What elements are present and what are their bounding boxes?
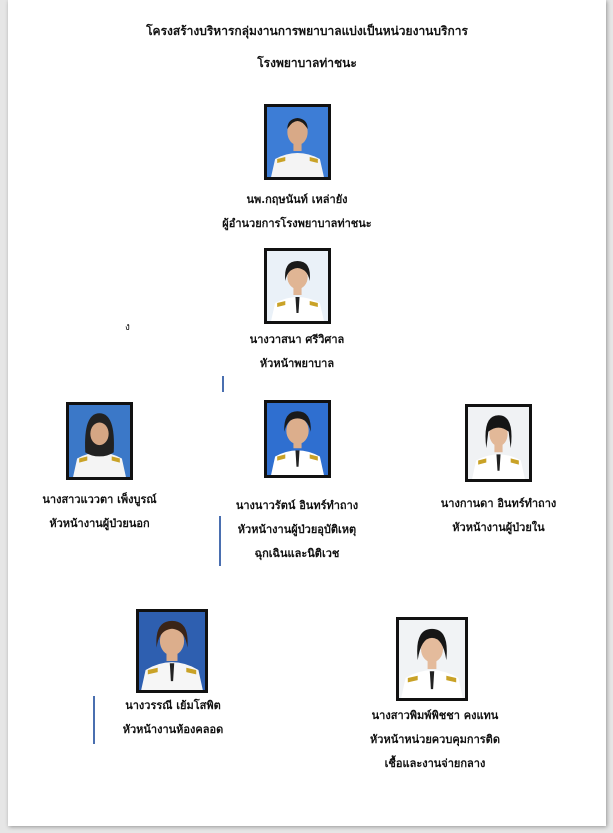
- infection-head-role-cont: เชื้อและงานจ่ายกลาง: [384, 757, 486, 770]
- infection-head-photo: [396, 617, 468, 701]
- opd-head-name: นางสาวแววตา เพ็งบูรณ์: [42, 493, 157, 506]
- opd-head-role: หัวหน้างานผู้ป่วยนอก: [49, 517, 150, 530]
- connector-line: [222, 376, 224, 392]
- head-nurse-role: หัวหน้าพยาบาล: [259, 357, 335, 370]
- er-head-role: หัวหน้างานผู้ป่วยอุบัติเหตุ: [237, 523, 357, 536]
- er-head-name: นางนาวรัตน์ อินทร์ทำถาง: [235, 499, 359, 512]
- er-head-role-cont: ฉุกเฉินและนิติเวช: [254, 547, 340, 560]
- infection-head-name: นางสาวพิมพ์พิชชา คงแทน: [371, 709, 499, 722]
- labour-head-role: หัวหน้างานห้องคลอด: [122, 723, 224, 736]
- opd-head-photo: [66, 402, 133, 480]
- page-title: โครงสร้างบริหารกลุ่มงานการพยาบาลแบ่งเป็น…: [146, 24, 468, 38]
- labour-head-photo: [136, 609, 208, 693]
- ipd-head-role: หัวหน้างานผู้ป่วยใน: [452, 521, 545, 534]
- director-photo: [264, 104, 331, 180]
- document-page: โครงสร้างบริหารกลุ่มงานการพยาบาลแบ่งเป็น…: [8, 0, 606, 826]
- infection-head-role: หัวหน้าหน่วยควบคุมการติด: [370, 733, 500, 746]
- director-name: นพ.กฤษนันท์ เหล่ายัง: [246, 193, 348, 206]
- connector-line: [93, 696, 95, 744]
- head-nurse-name: นางวาสนา ศรีวิศาล: [249, 333, 345, 346]
- page-subtitle: โรงพยาบาลท่าชนะ: [257, 56, 357, 70]
- ipd-head-name: นางกานดา อินทร์ทำถาง: [440, 497, 557, 510]
- stray-mark: ง: [125, 322, 130, 333]
- director-role: ผู้อำนวยการโรงพยาบาลท่าชนะ: [222, 217, 372, 230]
- ipd-head-photo: [465, 404, 532, 482]
- labour-head-name: นางวรรณี เย้มโสพิต: [125, 699, 221, 712]
- connector-line: [219, 516, 221, 566]
- head-nurse-photo: [264, 248, 331, 324]
- er-head-photo: [264, 400, 331, 478]
